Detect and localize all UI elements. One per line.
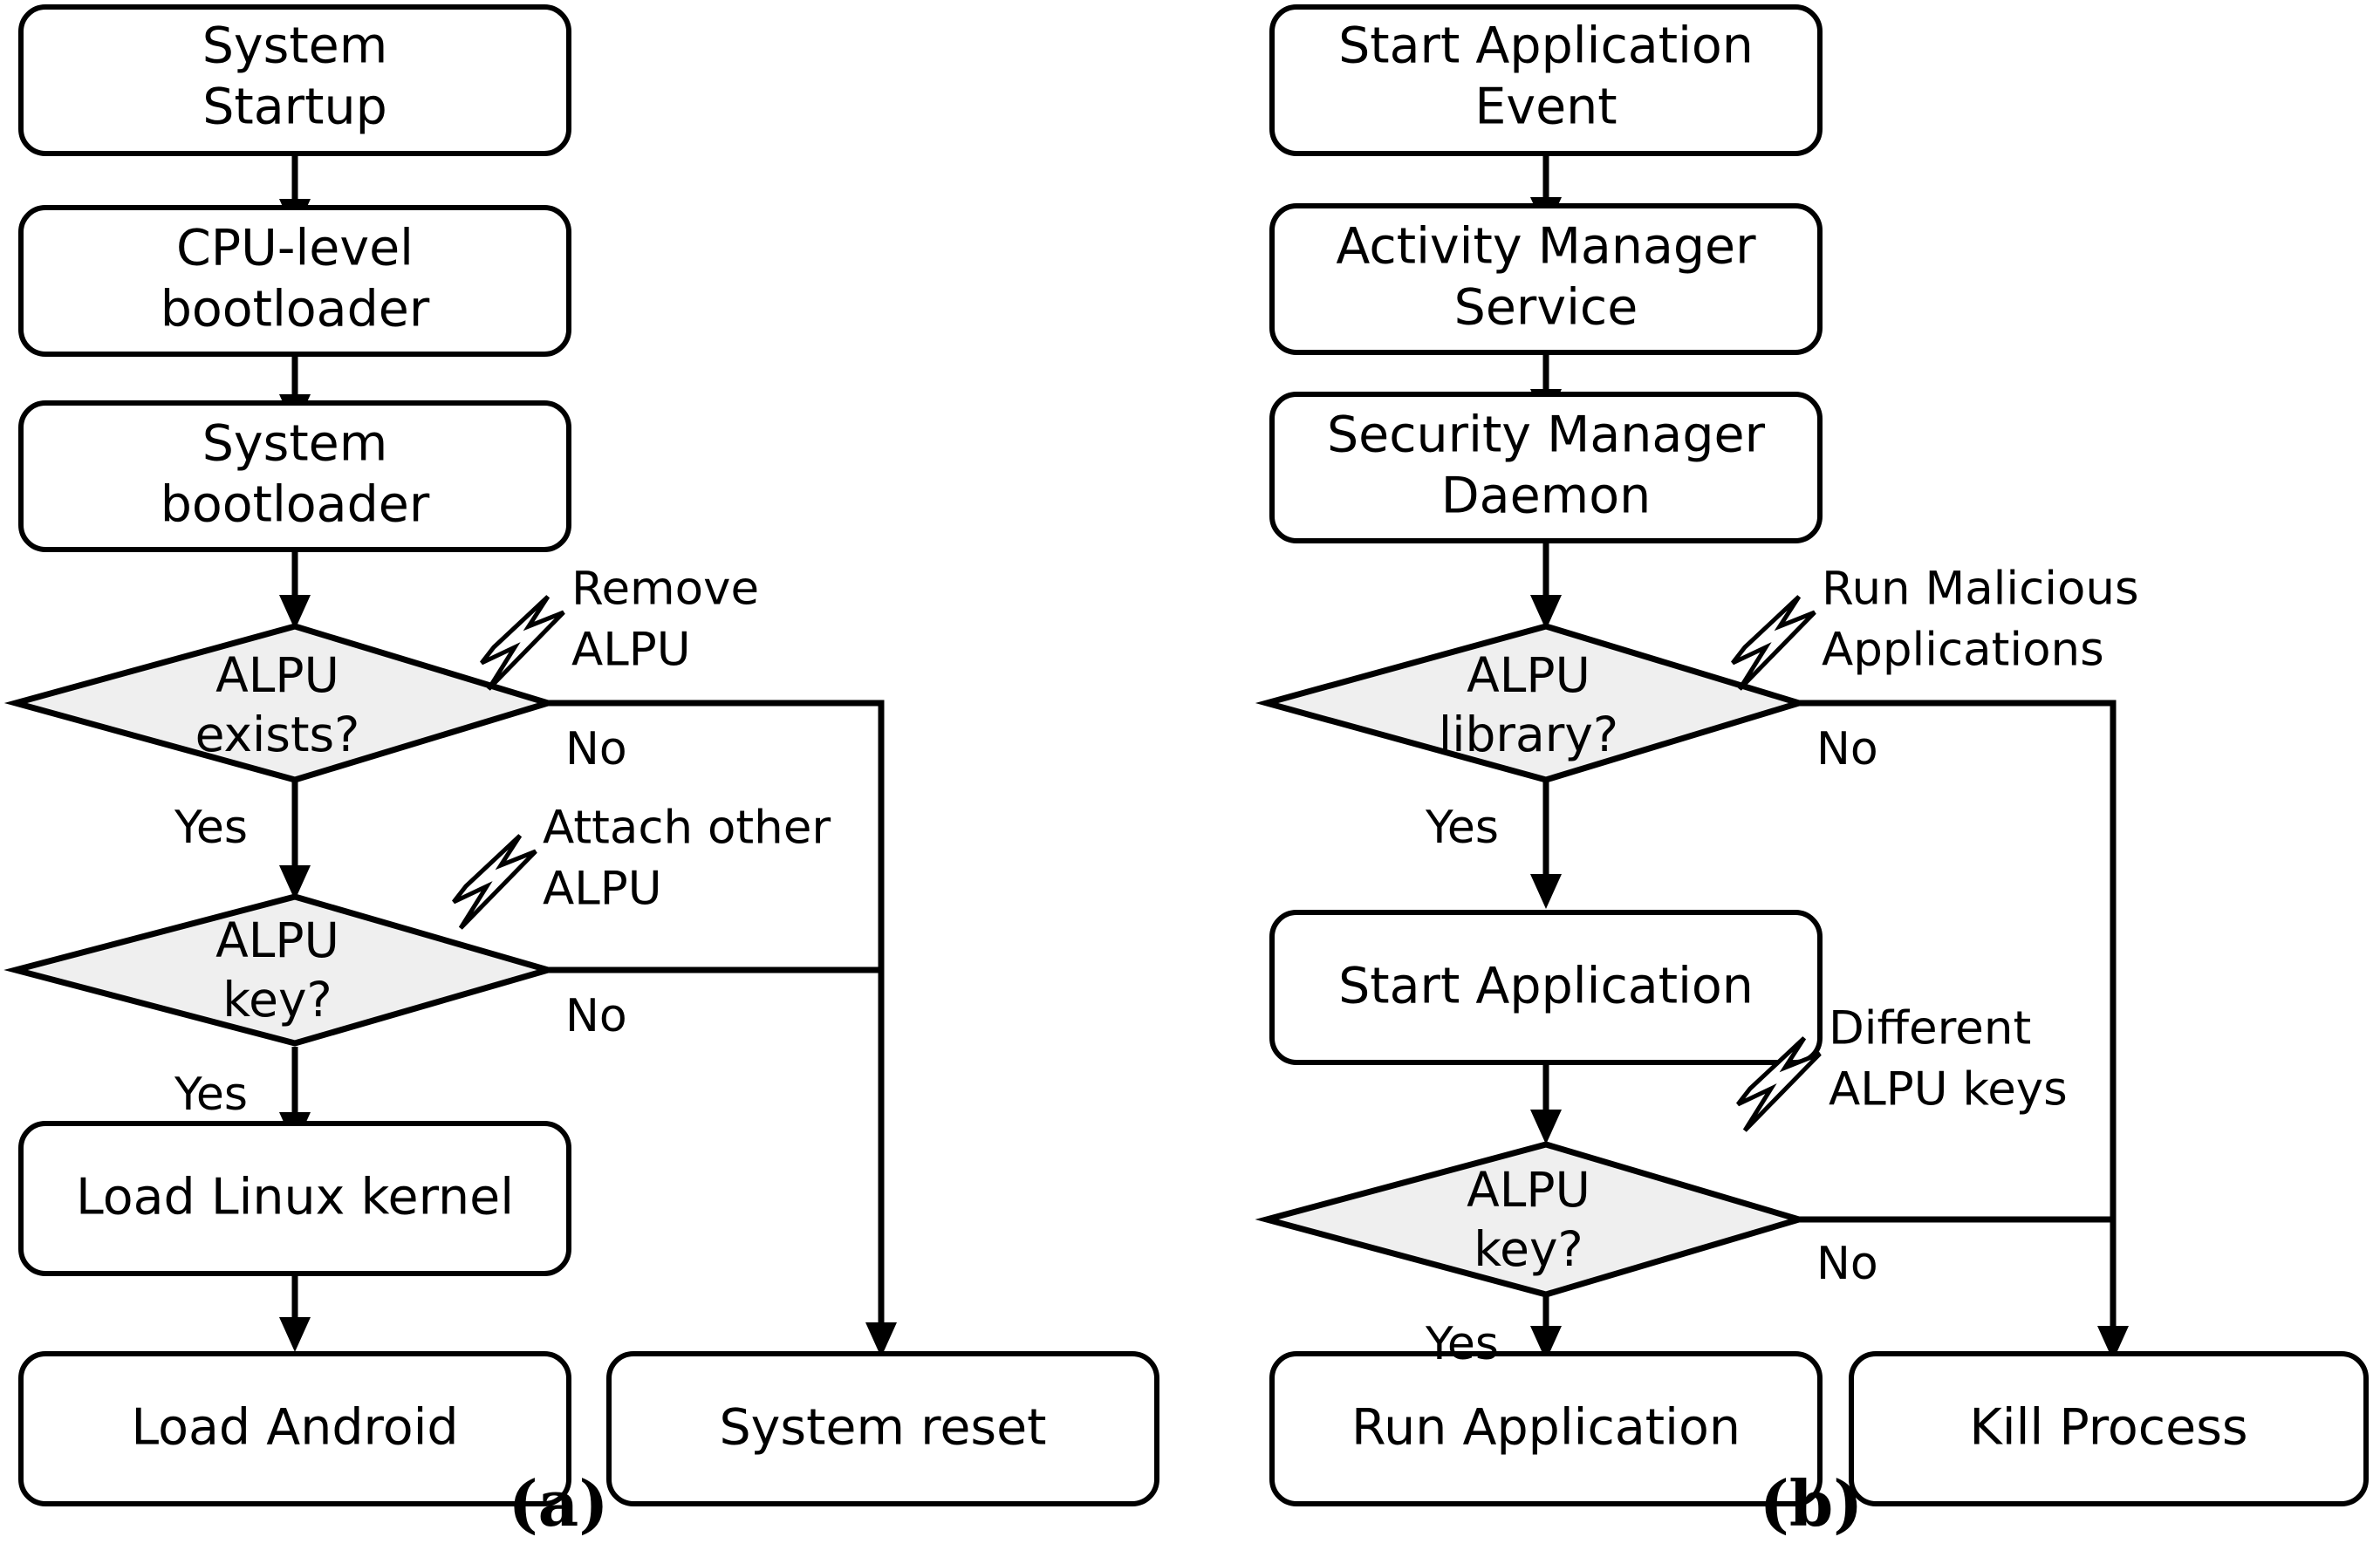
- node-label-line: Run Application: [1351, 1399, 1741, 1457]
- attack-marker-different-alpu-keys: Different ALPU keys: [1736, 1002, 2068, 1132]
- edge-label-exists-yes: Yes: [174, 802, 248, 854]
- node-label-line: Load Android: [131, 1399, 458, 1457]
- node-shape: [1255, 1141, 1810, 1298]
- edge-label-library-yes: Yes: [1425, 802, 1499, 854]
- edge-label-key-no: No: [565, 990, 627, 1042]
- attack-label-line: ALPU: [571, 624, 691, 677]
- node-label-line: CPU-level: [176, 220, 414, 277]
- node-label-line: Event: [1474, 79, 1617, 136]
- lightning-bolt-icon: [480, 595, 565, 691]
- node-label-line: Security Manager: [1327, 406, 1766, 464]
- node-alpu-library-decision[interactable]: ALPU library?: [1255, 623, 1810, 783]
- node-label-line: ALPU: [215, 647, 339, 703]
- attack-marker-remove-alpu: Remove ALPU: [480, 563, 759, 691]
- node-label-line: Startup: [202, 79, 387, 136]
- node-shape: [3, 623, 559, 783]
- node-label-line: Activity Manager: [1336, 218, 1756, 276]
- node-alpu-key-decision[interactable]: ALPU key?: [3, 893, 559, 1047]
- node-shape: [18, 1121, 571, 1276]
- node-system-startup[interactable]: System Startup: [18, 4, 571, 156]
- node-label-line: Load Linux kernel: [76, 1169, 514, 1226]
- node-system-bootloader[interactable]: System bootloader: [18, 400, 571, 552]
- node-start-application[interactable]: Start Application: [1269, 910, 1823, 1065]
- node-shape: [1269, 203, 1823, 355]
- node-start-application-event[interactable]: Start Application Event: [1269, 4, 1823, 156]
- edge-label-key-yes: Yes: [174, 1069, 248, 1121]
- node-label-line: System: [202, 17, 388, 75]
- node-shape: [18, 205, 571, 357]
- node-shape: [1269, 392, 1823, 543]
- node-shape: [18, 1351, 571, 1506]
- node-label-line: library?: [1439, 707, 1618, 762]
- edge-exists-no-to-reset: [523, 700, 885, 1335]
- node-label-line: ALPU: [215, 912, 339, 968]
- arrowhead: [1530, 595, 1562, 630]
- node-shape: [18, 4, 571, 156]
- node-load-android[interactable]: Load Android: [18, 1351, 571, 1506]
- node-label-line: Kill Process: [1969, 1399, 2247, 1457]
- node-kill-process[interactable]: Kill Process: [1849, 1351, 2369, 1506]
- node-label-line: bootloader: [161, 476, 430, 534]
- arrowhead: [279, 1317, 311, 1352]
- attack-label-line: Run Malicious: [1822, 563, 2139, 616]
- attack-marker-run-malicious-applications: Run Malicious Applications: [1731, 563, 2139, 691]
- panel-caption-a: (a): [509, 1466, 609, 1540]
- node-label-line: Start Application: [1338, 958, 1754, 1015]
- node-system-reset[interactable]: System reset: [606, 1351, 1159, 1506]
- node-label-line: System reset: [719, 1399, 1046, 1457]
- arrowhead: [865, 1322, 897, 1357]
- node-label-line: ALPU: [1467, 1162, 1590, 1218]
- panel-a-connectors: [279, 153, 897, 1357]
- node-shape: [1849, 1351, 2369, 1506]
- node-shape: [3, 893, 559, 1047]
- node-shape: [606, 1351, 1159, 1506]
- lightning-bolt-icon: [1731, 595, 1816, 691]
- edge-label-key-no: No: [1816, 1238, 1878, 1290]
- edge-label-library-no: No: [1816, 723, 1878, 775]
- node-label-line: Service: [1454, 279, 1638, 337]
- node-label-line: key?: [222, 972, 332, 1028]
- node-activity-manager-service[interactable]: Activity Manager Service: [1269, 203, 1823, 355]
- arrowhead: [1530, 874, 1562, 909]
- attack-label-line: Applications: [1822, 624, 2104, 677]
- edge-library-no-to-kill: [1799, 700, 2117, 1335]
- attack-label-line: Different: [1829, 1002, 2031, 1055]
- node-label-line: System: [202, 415, 388, 473]
- arrowhead: [1530, 1326, 1562, 1361]
- arrowhead: [279, 595, 311, 630]
- attack-label-line: ALPU: [543, 863, 662, 916]
- node-label-line: Start Application: [1338, 17, 1754, 75]
- node-load-linux-kernel[interactable]: Load Linux kernel: [18, 1121, 571, 1276]
- arrowhead: [1530, 1110, 1562, 1144]
- node-shape: [1255, 623, 1810, 783]
- edge-label-exists-no: No: [565, 723, 627, 775]
- node-shape: [1269, 1351, 1823, 1506]
- node-shape: [1269, 910, 1823, 1065]
- edge-label-key-yes: Yes: [1425, 1318, 1499, 1370]
- node-cpu-bootloader[interactable]: CPU-level bootloader: [18, 205, 571, 357]
- node-label-line: ALPU: [1467, 647, 1590, 703]
- attack-label-line: ALPU keys: [1829, 1063, 2068, 1117]
- node-label-line: exists?: [195, 707, 360, 762]
- attack-marker-attach-other-alpu: Attach other ALPU: [452, 802, 831, 930]
- arrowhead: [2097, 1326, 2129, 1361]
- node-label-line: Daemon: [1441, 468, 1651, 525]
- panel-caption-b: (b): [1760, 1466, 1863, 1540]
- node-alpu-exists-decision[interactable]: ALPU exists?: [3, 623, 559, 783]
- attack-label-line: Remove: [571, 563, 759, 616]
- node-run-application[interactable]: Run Application: [1269, 1351, 1823, 1506]
- lightning-bolt-icon: [452, 834, 537, 930]
- node-alpu-key-decision-b[interactable]: ALPU key?: [1255, 1141, 1810, 1298]
- attack-label-line: Attach other: [543, 802, 831, 855]
- node-shape: [18, 400, 571, 552]
- lightning-bolt-icon: [1736, 1036, 1822, 1132]
- node-label-line: bootloader: [161, 281, 430, 338]
- node-label-line: key?: [1474, 1221, 1583, 1277]
- arrowhead: [279, 865, 311, 900]
- node-shape: [1269, 4, 1823, 156]
- node-security-manager-daemon[interactable]: Security Manager Daemon: [1269, 392, 1823, 543]
